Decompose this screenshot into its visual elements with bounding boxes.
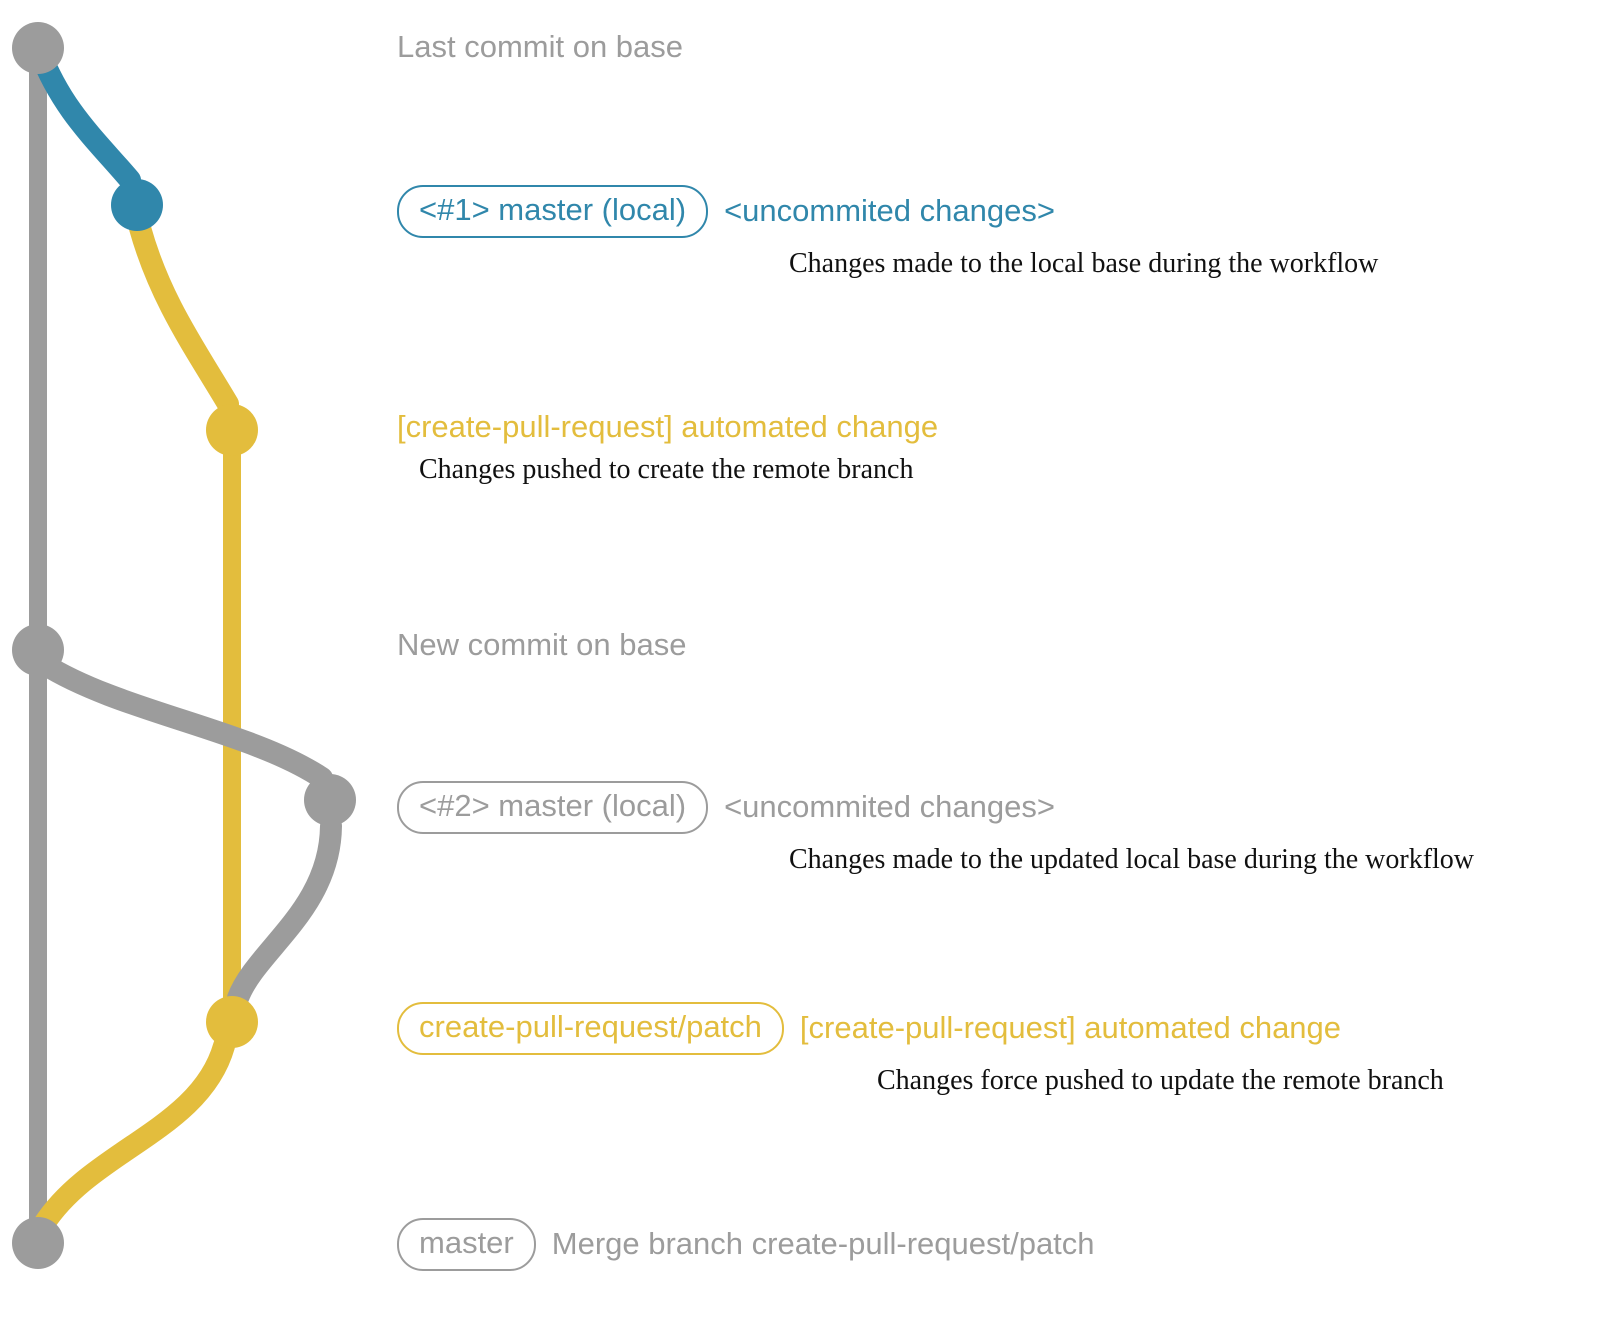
ref-badge-create-pull-request-patch[interactable]: create-pull-request/patch — [397, 1002, 784, 1055]
node-automated-change-2 — [206, 996, 258, 1048]
annotation-local-uncommitted-1: <#1> master (local) <uncommited changes>… — [397, 185, 1378, 280]
commit-description: Changes force pushed to update the remot… — [877, 1064, 1444, 1096]
annotation-new-commit-on-base: New commit on base — [397, 627, 687, 662]
annotation-merge-commit-master: master Merge branch create-pull-request/… — [397, 1218, 1095, 1271]
commit-graph — [12, 22, 356, 1269]
annotation-last-commit-on-base: Last commit on base — [397, 29, 684, 64]
commit-subject: [create-pull-request] automated change — [397, 409, 939, 444]
edge-local1-to-remote1 — [129, 217, 239, 415]
node-local-uncommitted-2 — [304, 774, 356, 826]
commit-description: Changes pushed to create the remote bran… — [419, 454, 914, 486]
node-new-commit-on-base — [12, 624, 64, 676]
ref-badge-master[interactable]: master — [397, 1218, 536, 1271]
node-local-uncommitted-1 — [111, 179, 163, 231]
edge-remote2-to-merge — [33, 1035, 235, 1235]
ref-badge-master-local-2[interactable]: <#2> master (local) — [397, 781, 709, 834]
edge-base2-to-local2 — [33, 653, 333, 789]
commit-subject: <uncommited changes> — [724, 193, 1055, 229]
annotation-automated-change-1: [create-pull-request] automated change C… — [397, 409, 939, 486]
commit-description: Changes made to the local base during th… — [789, 247, 1379, 279]
annotation-local-uncommitted-2: <#2> master (local) <uncommited changes>… — [397, 781, 1474, 876]
commit-description: Changes made to the updated local base d… — [789, 843, 1475, 875]
commit-subject: Merge branch create-pull-request/patch — [551, 1226, 1095, 1262]
commit-subject: Last commit on base — [397, 29, 684, 64]
annotation-automated-change-2: create-pull-request/patch [create-pull-r… — [397, 1002, 1444, 1097]
commit-subject: [create-pull-request] automated change — [799, 1010, 1342, 1046]
commit-subject: New commit on base — [397, 627, 687, 662]
node-automated-change-1 — [206, 404, 258, 456]
ref-badge-master-local-1[interactable]: <#1> master (local) — [397, 185, 709, 238]
edge-local2-to-remote2 — [227, 815, 342, 1009]
commit-subject: <uncommited changes> — [724, 789, 1055, 825]
node-merge-commit-master — [12, 1217, 64, 1269]
node-last-commit-on-base — [12, 22, 64, 74]
